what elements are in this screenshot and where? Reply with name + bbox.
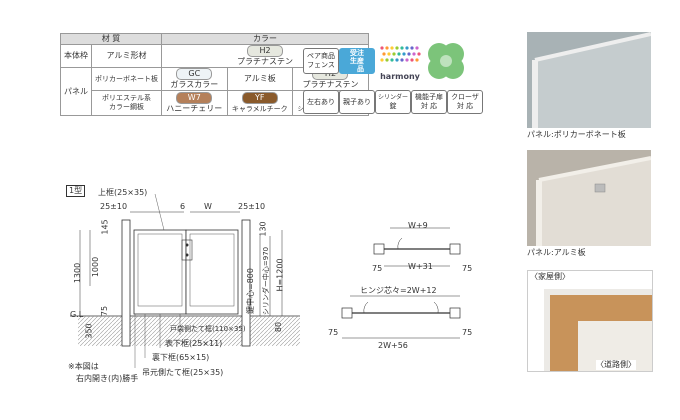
house-side-label: 〈家屋側〉 <box>530 272 570 282</box>
pair-product-badge: ペア商品 フェンス <box>303 48 339 74</box>
plan-2w56: 2W+56 <box>378 341 408 350</box>
front-bottom-label: 表下框(25×11) <box>165 339 223 348</box>
plan-w9: W+9 <box>408 221 428 230</box>
closer-label-2: 対 応 <box>456 102 474 110</box>
order-char-5: 品 <box>357 65 364 73</box>
steel-material: ポリエステル系 カラー鋼板 <box>91 90 162 116</box>
harmony-dots-icon <box>380 46 421 62</box>
hinge-frame-label: 吊元側たて框(25×35) <box>142 368 224 377</box>
yf-cell: YF キャラメルチーク <box>226 90 293 116</box>
made-to-order-badge: 受 注 生 産 品 <box>339 48 375 74</box>
caption-polycarbonate: パネル:ポリカーボネート板 <box>527 130 626 139</box>
plan-75c: 75 <box>328 328 339 337</box>
dim-350: 350 <box>84 323 94 339</box>
yf-swatch: YF <box>241 92 278 104</box>
note-2: 右内開き(内)勝手 <box>76 374 139 383</box>
lr-badge: 左右あり <box>303 90 339 114</box>
back-bottom-label: 裏下框(65×15) <box>152 353 210 362</box>
pc-color-cell: GC ガラスカラー <box>161 67 228 91</box>
frame-label: 本体枠 <box>60 44 92 68</box>
elevation-drawing <box>70 193 300 368</box>
parent-child-badge: 親子あり <box>339 90 375 114</box>
order-char-1: 受 <box>350 49 357 57</box>
steel-material-2: カラー鋼板 <box>109 103 144 111</box>
dim-75: 75 <box>100 305 110 317</box>
road-side-label: 〈道路側〉 <box>596 360 636 370</box>
plan-w31: W+31 <box>408 262 433 271</box>
closer-label-1: クローザ <box>451 93 479 101</box>
order-char-4: 産 <box>357 57 364 65</box>
pair-label: ペア商品 <box>307 52 335 60</box>
plan-drawing <box>341 227 461 339</box>
clover-icon <box>421 38 471 88</box>
dim-970: シリンダー中心=970 <box>262 246 271 316</box>
plan-75a: 75 <box>372 264 383 273</box>
frame-color: プラチナステン <box>237 57 293 66</box>
w7-swatch: W7 <box>176 92 213 104</box>
dim-25-10-right: 25±10 <box>238 202 266 211</box>
cyl-label-2: 錠 <box>389 102 397 110</box>
function-door-badge: 機能子扉 対 応 <box>411 90 447 114</box>
drawing-type: 1型 <box>66 185 86 197</box>
w7-color: ハニーチェリー <box>166 104 223 113</box>
steel-material-1: ポリエステル系 <box>102 94 151 102</box>
al-material: アルミ板 <box>226 67 293 91</box>
gl-label: G.L <box>70 310 84 319</box>
cyl-label-1: シリンダー <box>377 94 408 101</box>
order-char-3: 生 <box>350 57 357 65</box>
top-frame-label: 上框(25×35) <box>98 188 148 197</box>
pc-material: ポリカーボネート板 <box>91 67 162 91</box>
note-1: ※本図は <box>68 362 99 371</box>
dim-145: 145 <box>100 219 110 235</box>
dim-1300: 1300 <box>73 262 83 284</box>
dim-6: 6 <box>180 202 186 211</box>
photo-aluminum <box>527 150 651 246</box>
lr-label: 左右あり <box>307 97 335 106</box>
plan-hinge: ヒンジ芯々=2W+12 <box>360 286 437 295</box>
dim-1000: 1000 <box>91 256 101 278</box>
dim-1200: H=1200 <box>275 258 285 292</box>
panel-label: パネル <box>60 67 92 116</box>
harmony-text: harmony <box>380 72 420 81</box>
head-material: 材 質 <box>60 33 162 45</box>
dim-w: W <box>204 202 212 211</box>
dim-130: 130 <box>258 221 268 237</box>
yf-color: キャラメルチーク <box>231 105 288 113</box>
parent-label: 親子あり <box>343 97 371 106</box>
al-color: プラチナステン <box>302 80 359 89</box>
slide-frame-label: 戸袋側たて框(110×35) <box>170 325 246 333</box>
harmony-logo: harmony <box>377 42 423 82</box>
head-color: カラー <box>161 33 369 45</box>
plan-75b: 75 <box>462 264 473 273</box>
closer-badge: クローザ 対 応 <box>447 90 483 114</box>
dim-800: 鍵中心=800 <box>245 268 255 314</box>
func-label-2: 対 応 <box>420 102 438 110</box>
dim-25-10-left: 25±10 <box>100 202 128 211</box>
dim-80: 80 <box>274 321 284 333</box>
photo-polycarbonate <box>527 32 651 128</box>
pc-swatch: GC <box>176 68 213 80</box>
frame-material: アルミ形材 <box>91 44 162 68</box>
frame-swatch: H2 <box>247 45 283 57</box>
photo-wood-panel <box>527 270 653 372</box>
fence-label: フェンス <box>307 61 335 69</box>
w7-cell: W7 ハニーチェリー <box>161 90 228 116</box>
pc-color: ガラスカラー <box>170 80 219 89</box>
func-label-1: 機能子扉 <box>415 93 443 101</box>
order-char-2: 注 <box>357 49 364 57</box>
cylinder-badge: シリンダー 錠 <box>375 90 411 114</box>
plan-75d: 75 <box>462 328 473 337</box>
caption-aluminum: パネル:アルミ板 <box>527 248 586 257</box>
